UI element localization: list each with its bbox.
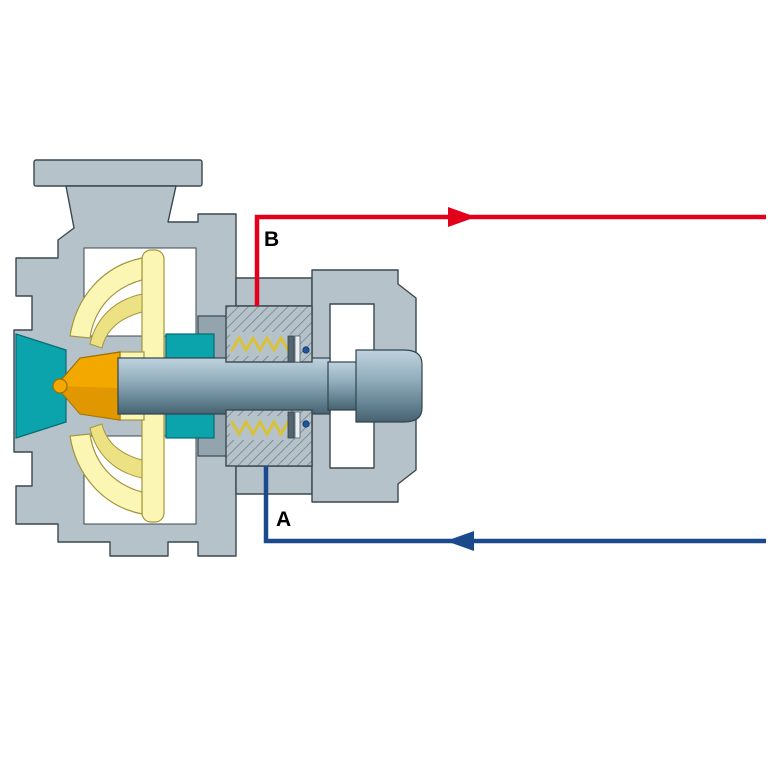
impeller-front-shroud-top xyxy=(69,257,143,339)
mechanical-seal xyxy=(225,305,313,467)
flush-inlet-line: A xyxy=(263,466,766,551)
wear-ring-bottom xyxy=(165,413,215,439)
impeller-front-shroud-bottom xyxy=(69,433,143,515)
seal-face-rotating-top xyxy=(287,335,295,363)
inlet-pipe xyxy=(263,466,766,544)
suction-fluid-wedge xyxy=(15,333,67,439)
seal-spring-top xyxy=(230,335,290,353)
seal-chamber-adapter-top xyxy=(235,277,313,307)
shaft-mid-section xyxy=(327,361,361,411)
impeller-vane-bottom xyxy=(89,423,143,479)
port-label-b: B xyxy=(264,228,279,251)
seal-face-rotating-bottom xyxy=(287,411,295,439)
seal-chamber-adapter-bottom xyxy=(235,465,313,495)
seal-spring-bottom xyxy=(230,419,290,437)
suction-flange xyxy=(33,159,203,187)
shaft-sleeve xyxy=(117,357,331,415)
flush-outlet-line: B xyxy=(254,207,766,306)
shaft-end-collar xyxy=(355,349,423,423)
pump-shaft xyxy=(117,349,423,423)
impeller-nut-shadow xyxy=(56,386,120,420)
wear-ring-top xyxy=(165,333,215,359)
arrow-right-icon xyxy=(448,207,476,227)
oring-bottom xyxy=(302,420,310,428)
port-label-a: A xyxy=(276,508,291,531)
seal-face-stationary-top xyxy=(294,335,301,363)
arrow-left-icon xyxy=(446,531,474,551)
outlet-pipe xyxy=(254,214,766,306)
seal-face-stationary-bottom xyxy=(294,411,301,439)
fluid-and-wear-rings xyxy=(15,333,215,439)
impeller-nut-tip xyxy=(52,378,68,394)
oring-top xyxy=(302,346,310,354)
impeller-vane-top xyxy=(89,293,143,349)
